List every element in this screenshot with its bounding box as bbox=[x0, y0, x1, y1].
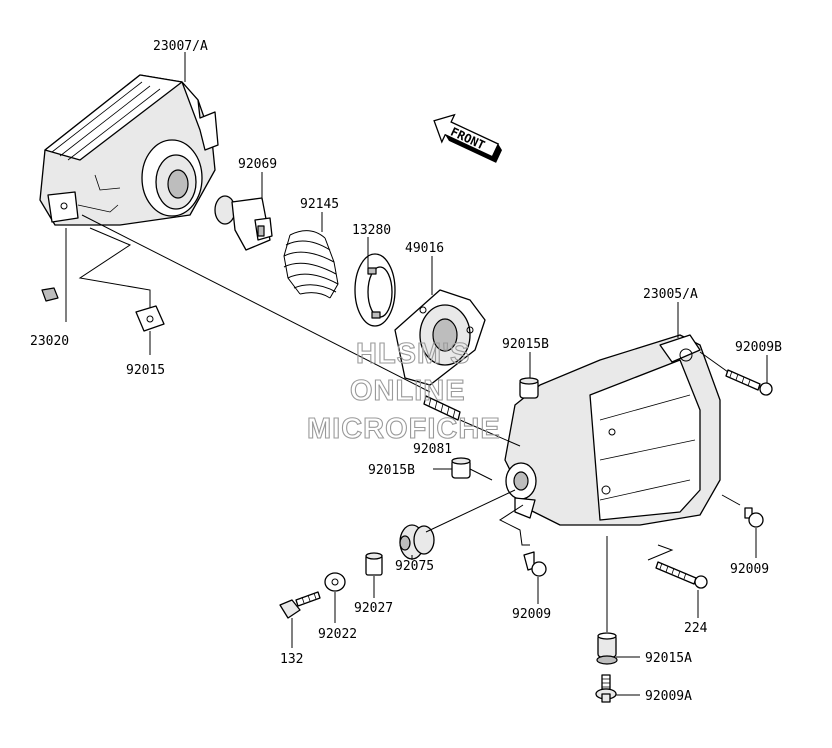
screw-224 bbox=[655, 561, 708, 589]
screw-92009-right bbox=[744, 507, 764, 528]
part-label-92069: 92069 bbox=[238, 157, 277, 172]
part-label-92075: 92075 bbox=[395, 559, 434, 574]
watermark-line-1: HLSM'S bbox=[356, 338, 470, 370]
headlight-cover bbox=[504, 334, 721, 526]
watermark-line-3: MICROFICHE bbox=[307, 413, 501, 445]
part-label-224: 224 bbox=[684, 621, 708, 636]
part-label-92009-right: 92009 bbox=[730, 562, 769, 577]
bolt-132 bbox=[279, 591, 321, 619]
washer-92022 bbox=[324, 572, 346, 592]
part-label-92081: 92081 bbox=[413, 442, 452, 457]
watermark: HLSM'S ONLINE MICROFICHE bbox=[306, 337, 501, 445]
nut-92015 bbox=[135, 305, 165, 332]
spring-92081 bbox=[423, 395, 461, 421]
bulb-92069 bbox=[214, 195, 273, 251]
part-label-92015b-top: 92015B bbox=[502, 337, 549, 352]
part-label-92022: 92022 bbox=[318, 627, 357, 642]
part-label-92015a: 92015A bbox=[645, 651, 692, 666]
clip-23020 bbox=[41, 287, 59, 302]
part-label-92145: 92145 bbox=[300, 197, 339, 212]
collar-92027 bbox=[365, 552, 383, 576]
part-label-49016: 49016 bbox=[405, 241, 444, 256]
screw-92009b bbox=[725, 369, 773, 396]
headlight-housing bbox=[39, 74, 219, 226]
watermark-line-2: ONLINE bbox=[350, 375, 466, 407]
socket-49016 bbox=[394, 289, 486, 386]
front-direction-arrow: FRONT bbox=[433, 113, 502, 163]
part-label-92009-center: 92009 bbox=[512, 607, 551, 622]
part-number-labels: 23007/A 92069 92145 13280 49016 23020 92… bbox=[30, 39, 782, 704]
part-label-92009b: 92009B bbox=[735, 340, 782, 355]
part-label-92015b-lower: 92015B bbox=[368, 463, 415, 478]
bushing-92015a bbox=[596, 632, 618, 665]
part-label-132: 132 bbox=[280, 652, 303, 667]
screw-92009-center bbox=[523, 551, 547, 577]
spring-92145 bbox=[283, 230, 339, 299]
ring-13280 bbox=[354, 253, 396, 327]
part-label-92009a: 92009A bbox=[645, 689, 692, 704]
part-label-92027: 92027 bbox=[354, 601, 393, 616]
part-label-23005a: 23005/A bbox=[643, 287, 698, 302]
bushing-92015b-lower bbox=[451, 457, 471, 479]
leader-lines bbox=[65, 52, 768, 696]
screw-92009a bbox=[595, 674, 617, 703]
part-label-23020: 23020 bbox=[30, 334, 69, 349]
bushing-92015b-top bbox=[519, 377, 539, 399]
part-label-13280: 13280 bbox=[352, 223, 391, 238]
part-label-23007a: 23007/A bbox=[153, 39, 208, 54]
grommet-92075 bbox=[399, 524, 435, 560]
part-label-92015: 92015 bbox=[126, 363, 165, 378]
